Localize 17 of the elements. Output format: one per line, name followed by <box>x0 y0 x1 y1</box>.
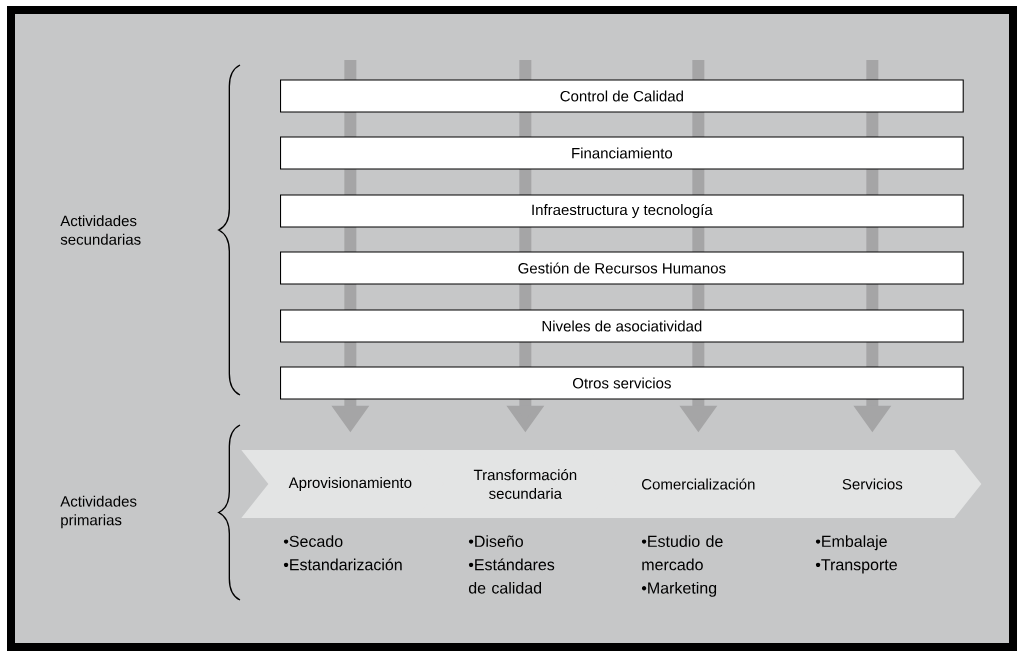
bullet-list: •Estudio de mercado •Marketing <box>641 535 723 597</box>
group-label: Actividades primarias <box>60 495 137 529</box>
activity-box: Otros servicios <box>280 366 964 400</box>
bullet-list: •Secado •Estandarización <box>283 535 402 571</box>
node-label: Transformación secundaria <box>473 469 577 499</box>
activity-box: Control de Calidad <box>280 79 964 113</box>
node-label: Aprovisionamiento <box>288 477 412 491</box>
node-label: Servicios <box>842 478 903 490</box>
bullet-list: •Embalaje •Transporte <box>815 535 897 574</box>
bullet-list: •Diseño •Estándares de calidad <box>468 535 555 594</box>
activity-box: Infraestructura y tecnología <box>280 194 964 228</box>
activity-box: Niveles de asociatividad <box>280 309 964 343</box>
node-label: Comercialización <box>642 478 755 490</box>
group-label: Actividades secundarias <box>60 215 141 245</box>
process-step: Servicios <box>763 450 982 518</box>
activity-box: Gestión de Recursos Humanos <box>280 251 964 285</box>
activity-box: Financiamiento <box>280 136 964 170</box>
